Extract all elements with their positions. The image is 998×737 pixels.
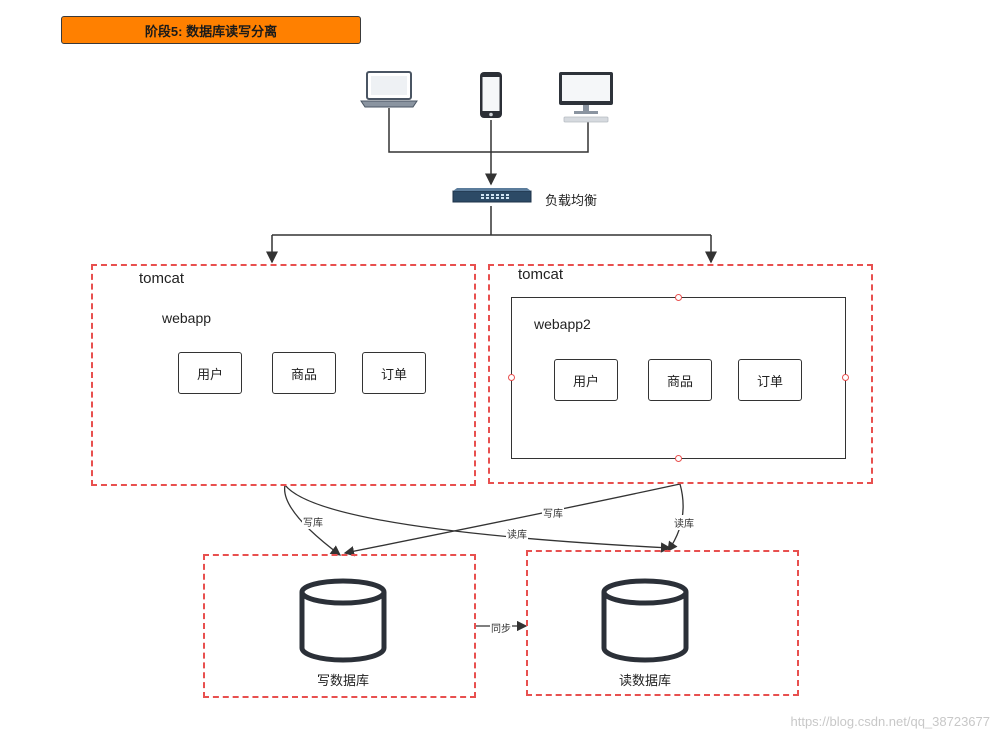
right-module-order-label: 订单 <box>756 373 783 389</box>
desktop-monitor-icon <box>559 72 613 123</box>
left-module-user: 用户 <box>178 352 242 394</box>
right-module-order: 订单 <box>738 359 802 401</box>
write-db-container <box>203 554 476 698</box>
laptop-wire <box>388 108 491 153</box>
load-balancer-icon <box>452 188 532 203</box>
right-write-edge <box>343 483 681 557</box>
tomcat-left-container <box>91 264 476 486</box>
right-module-product-label: 商品 <box>666 373 693 389</box>
watermark: https://blog.csdn.net/qq_38723677 <box>790 714 991 729</box>
left-module-order: 订单 <box>362 352 426 394</box>
left-module-user-label: 用户 <box>196 366 223 382</box>
tomcat-left-label: tomcat <box>139 270 185 287</box>
webapp-left-label: webapp <box>162 310 212 326</box>
left-read-label: 读库 <box>506 526 528 541</box>
read-database-icon <box>601 578 689 663</box>
left-read-edge <box>284 484 672 553</box>
right-write-label: 写库 <box>542 505 564 520</box>
desktop-wire <box>491 122 589 153</box>
write-database-icon <box>299 578 387 663</box>
left-write-edge <box>284 484 342 556</box>
sync-label: 同步 <box>490 620 512 635</box>
resize-handle-right[interactable] <box>842 374 849 381</box>
right-module-product: 商品 <box>648 359 712 401</box>
resize-handle-top[interactable] <box>675 294 682 301</box>
tomcat-right-container <box>488 264 873 484</box>
write-db-label: 写数据库 <box>317 673 370 688</box>
left-module-product-label: 商品 <box>290 366 317 382</box>
right-module-user-label: 用户 <box>572 373 599 389</box>
stage-title-text: 阶段5: 数据库读写分离 <box>144 23 278 39</box>
resize-handle-left[interactable] <box>508 374 515 381</box>
left-module-product: 商品 <box>272 352 336 394</box>
left-module-order-label: 订单 <box>380 366 407 382</box>
stage-title: 阶段5: 数据库读写分离 <box>61 16 361 44</box>
read-db-container <box>526 550 799 696</box>
laptop-icon <box>360 71 418 108</box>
tomcat-right-label: tomcat <box>518 266 564 283</box>
load-balancer-label: 负载均衡 <box>545 193 598 208</box>
right-module-user: 用户 <box>554 359 618 401</box>
read-db-label: 读数据库 <box>619 673 672 688</box>
webapp-right-label: webapp2 <box>534 316 591 332</box>
lb-to-tomcat-wire <box>272 206 711 236</box>
left-write-label: 写库 <box>302 514 324 529</box>
phone-icon <box>480 72 502 118</box>
right-read-label: 读库 <box>673 515 695 530</box>
resize-handle-bottom[interactable] <box>675 455 682 462</box>
